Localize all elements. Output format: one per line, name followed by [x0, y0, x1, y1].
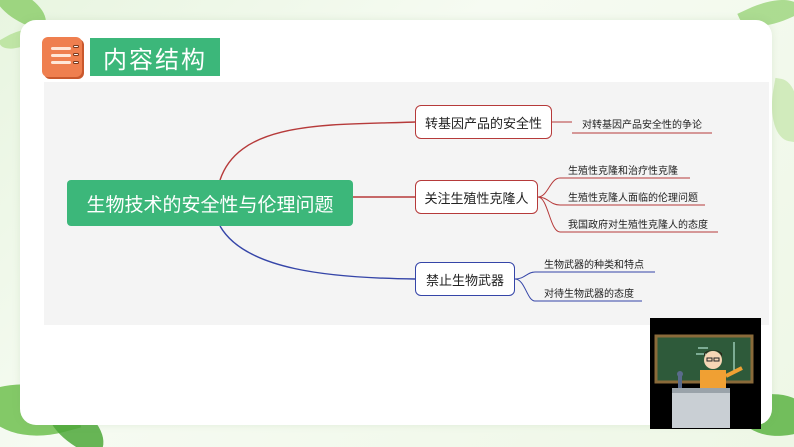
mindmap-branch-node: 关注生殖性克隆人 — [415, 180, 538, 214]
mindmap-leaf-node: 生殖性克隆和治疗性克隆 — [568, 166, 678, 177]
mindmap-center-node: 生物技术的安全性与伦理问题 — [67, 180, 353, 226]
mindmap-leaf-node: 我国政府对生殖性克隆人的态度 — [568, 220, 708, 231]
connector-leaf-3-1 — [514, 271, 536, 280]
connector-leaf-3-2 — [514, 278, 536, 302]
mindmap-branch-node: 禁止生物武器 — [415, 262, 515, 296]
slide-title: 内容结构 — [90, 38, 220, 76]
notebook-icon — [42, 37, 82, 77]
mindmap-branch-node: 转基因产品的安全性 — [415, 105, 552, 139]
connector-leaf-2-3 — [537, 196, 561, 233]
connector-branch-3 — [219, 225, 416, 280]
teacher-at-blackboard-icon — [650, 318, 761, 429]
mindmap-leaf-node: 生殖性克隆人面临的伦理问题 — [568, 193, 698, 204]
mindmap-leaf-node: 生物武器的种类和特点 — [544, 260, 644, 271]
connector-branch-1 — [219, 121, 416, 181]
connector-leaf-2-1 — [537, 177, 561, 198]
mindmap-leaf-node: 对转基因产品安全性的争论 — [582, 120, 702, 131]
mindmap-leaf-node: 对待生物武器的态度 — [544, 289, 634, 300]
